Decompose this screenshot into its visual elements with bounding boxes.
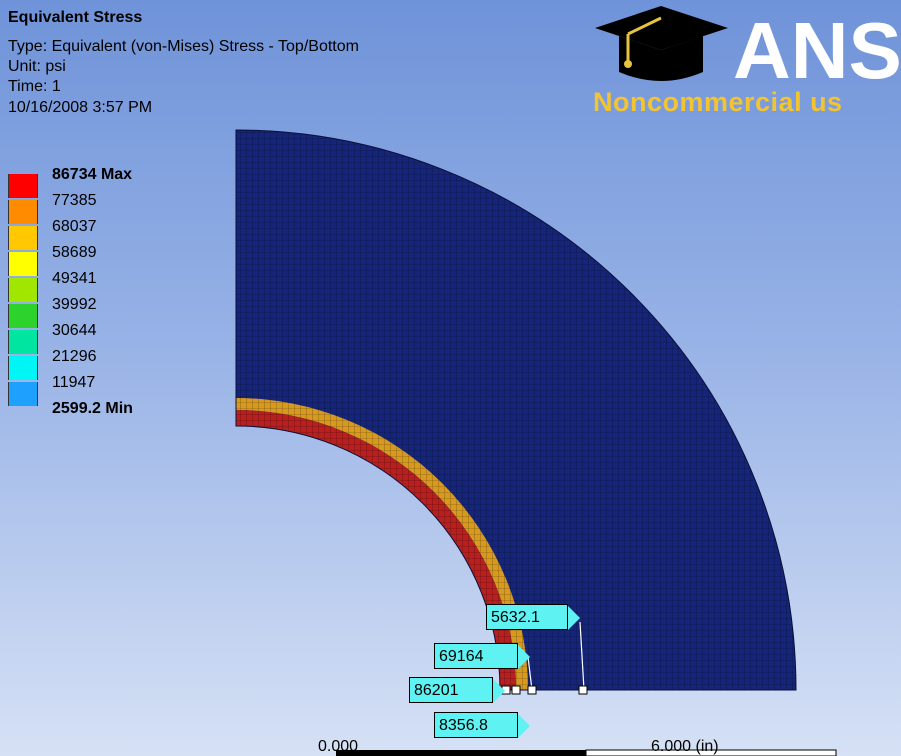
legend-entry: 21296 <box>8 348 198 380</box>
legend-swatch <box>8 252 38 276</box>
legend-label: 77385 <box>52 192 97 209</box>
legend-swatch <box>8 174 38 198</box>
legend-entry: 77385 <box>8 192 198 224</box>
probe-marker[interactable] <box>578 685 588 695</box>
legend-swatch <box>8 226 38 250</box>
legend-swatch <box>8 330 38 354</box>
scale-bar-segment <box>585 749 837 756</box>
legend-label: 49341 <box>52 270 97 287</box>
noncommercial-label: Noncommercial us <box>593 87 843 117</box>
legend-entry: 49341 <box>8 270 198 302</box>
result-date: 10/16/2008 3:57 PM <box>8 99 153 116</box>
result-title: Equivalent Stress <box>8 9 143 26</box>
legend-label: 39992 <box>52 296 97 313</box>
probe-pointer <box>518 645 530 669</box>
scale-label-end: 6.000 (in) <box>651 738 719 755</box>
legend-swatch <box>8 382 38 406</box>
probe-marker[interactable] <box>527 685 537 695</box>
legend-entry: 58689 <box>8 244 198 276</box>
legend-label: 58689 <box>52 244 97 261</box>
legend-entry: 68037 <box>8 218 198 250</box>
probe-marker[interactable] <box>511 685 521 695</box>
scale-label-start: 0.000 <box>318 738 359 755</box>
ansys-logo: ANS <box>583 0 901 125</box>
legend-entry: 86734 Max <box>8 166 198 198</box>
probe-value: 86201 <box>409 677 493 703</box>
legend-swatch <box>8 200 38 224</box>
legend-swatch <box>8 356 38 380</box>
probe-value: 5632.1 <box>486 604 568 630</box>
legend-label: 2599.2 Min <box>52 400 133 417</box>
legend-entry: 11947 <box>8 374 198 406</box>
probe-value: 69164 <box>434 643 518 669</box>
legend-entry: 2599.2 Min <box>8 400 198 424</box>
probe-pointer <box>493 679 505 703</box>
legend-label: 21296 <box>52 348 97 365</box>
legend-entry: 39992 <box>8 296 198 328</box>
graduation-cap-icon: ANS <box>595 6 901 95</box>
result-time: Time: 1 <box>8 78 61 95</box>
legend-label: 11947 <box>52 374 96 391</box>
logo-wordmark: ANS <box>733 6 901 95</box>
legend-label: 30644 <box>52 322 97 339</box>
legend-swatch <box>8 278 38 302</box>
legend-swatch <box>8 304 38 328</box>
probe-pointer <box>518 714 530 738</box>
probe-value: 8356.8 <box>434 712 518 738</box>
legend-entry: 30644 <box>8 322 198 354</box>
legend-label: 86734 Max <box>52 166 133 183</box>
result-type: Type: Equivalent (von-Mises) Stress - To… <box>8 38 359 55</box>
result-unit: Unit: psi <box>8 58 66 75</box>
probe-pointer <box>568 606 580 630</box>
scale-bar <box>336 750 586 756</box>
legend-label: 68037 <box>52 218 97 235</box>
